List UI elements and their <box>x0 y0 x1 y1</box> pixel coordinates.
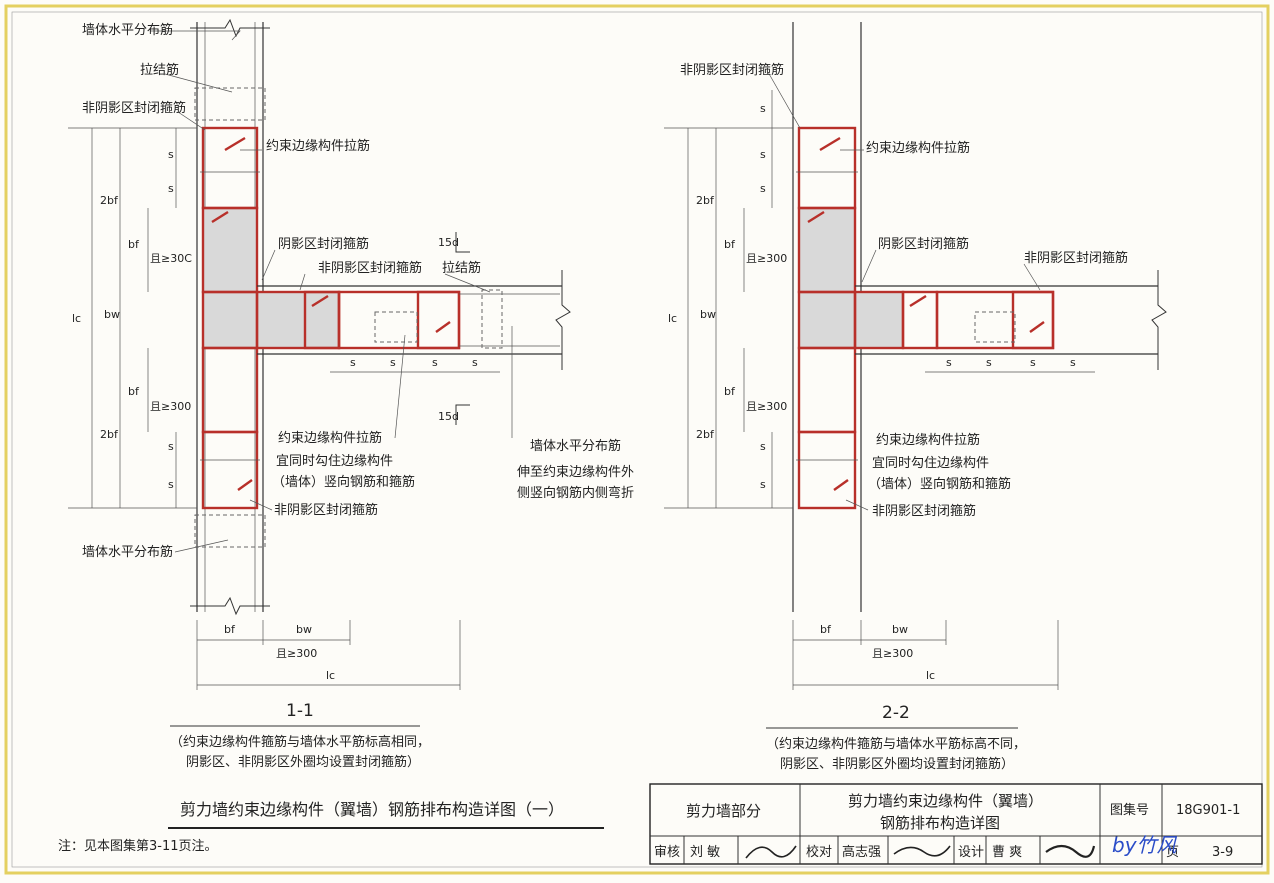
r-dim-bw-1: bw <box>700 308 716 321</box>
tb-part: 剪力墙部分 <box>686 802 761 820</box>
r-dim-lc-1: lc <box>668 312 677 325</box>
r-label-hook-note-2: （墙体）竖向钢筋和箍筋 <box>868 476 1011 492</box>
tb-atlas-no: 18G901-1 <box>1176 803 1240 818</box>
dim-lc-2: lc <box>326 669 335 682</box>
section-1-1-note-2: 阴影区、非阴影区外圈均设置封闭箍筋） <box>186 754 420 770</box>
label-extend-note-1: 伸至约束边缘构件外 <box>517 465 634 480</box>
r-dim-ge300-3: 且≥300 <box>872 647 913 660</box>
r-dim-ge300-1: 且≥300 <box>746 252 787 265</box>
r-dim-2bf-2: 2bf <box>696 428 715 441</box>
watermark: by竹风 <box>1112 833 1178 857</box>
r-dim-s-9: s <box>1070 356 1076 369</box>
dim-ge300-2: 且≥300 <box>276 647 317 660</box>
label-boundary-tie-2: 约束边缘构件拉筋 <box>278 430 382 446</box>
r-label-non-shadow-hoop-1: 非阴影区封闭箍筋 <box>680 62 784 78</box>
section-2-2-note-1: （约束边缘构件箍筋与墙体水平筋标高不同， <box>766 736 1026 752</box>
r-dim-s-6: s <box>946 356 952 369</box>
title-block <box>649 783 1263 865</box>
reviewer-signature <box>745 845 797 859</box>
r-dim-s-4: s <box>760 440 766 453</box>
r-dim-s-5: s <box>760 478 766 491</box>
r-dim-bf-3: bf <box>820 623 832 636</box>
section-2-2-note-2: 阴影区、非阴影区外圈均设置封闭箍筋） <box>780 756 1014 772</box>
label-extend-note-2: 侧竖向钢筋内侧弯折 <box>517 485 634 501</box>
dim-bf-3: bf <box>224 623 236 636</box>
dim-bw-2: bw <box>296 623 312 636</box>
label-hook-note-2: （墙体）竖向钢筋和箍筋 <box>272 474 415 490</box>
dim-s-4: s <box>168 478 174 491</box>
tb-page-label: 页 <box>1166 845 1179 860</box>
tb-title-1: 剪力墙约束边缘构件（翼墙） <box>848 792 1043 810</box>
section-1-1-title: 1-1 <box>286 701 314 721</box>
dim-ge300-1: 且≥300 <box>150 400 191 413</box>
tb-title-2: 钢筋排布构造详图 <box>880 814 1000 832</box>
dim-15d-2: 15d <box>438 410 459 423</box>
sheet-border <box>4 4 1270 875</box>
sheet-inner-border <box>11 11 1263 868</box>
tb-review-label: 审核 <box>654 845 680 860</box>
r-dim-s-7: s <box>986 356 992 369</box>
footnote: 注：见本图集第3-11页注。 <box>58 838 218 854</box>
label-hook-note-1: 宜同时勾住边缘构件 <box>276 454 393 469</box>
label-shadow-hoop-1: 阴影区封闭箍筋 <box>278 236 369 252</box>
designer-signature <box>1045 844 1096 858</box>
dim-lc-1: lc <box>72 312 81 325</box>
dim-s-7: s <box>432 356 438 369</box>
r-label-non-shadow-hoop-2: 非阴影区封闭箍筋 <box>1024 250 1128 266</box>
r-label-shadow-hoop: 阴影区封闭箍筋 <box>878 236 969 252</box>
tb-designer: 曹 爽 <box>992 845 1022 860</box>
r-label-non-shadow-hoop-3: 非阴影区封闭箍筋 <box>872 503 976 519</box>
dim-2bf-2: 2bf <box>100 428 119 441</box>
dim-s-8: s <box>472 356 478 369</box>
r-label-hook-note-1: 宜同时勾住边缘构件 <box>872 456 989 471</box>
dim-s-1: s <box>168 148 174 161</box>
dim-bw-1: bw <box>104 308 120 321</box>
label-tie-bar-2: 拉结筋 <box>442 260 481 276</box>
r-dim-s-2: s <box>760 148 766 161</box>
label-boundary-tie-1: 约束边缘构件拉筋 <box>266 138 370 154</box>
right-detail <box>664 22 1167 690</box>
dim-s-3: s <box>168 440 174 453</box>
label-tie-bar: 拉结筋 <box>140 62 179 78</box>
label-horiz-bar-top: 墙体水平分布筋 <box>82 22 173 38</box>
dim-2bf-1: 2bf <box>100 194 119 207</box>
r-label-boundary-tie-2: 约束边缘构件拉筋 <box>876 432 980 448</box>
section-1-1-note-1: （约束边缘构件箍筋与墙体水平筋标高相同， <box>170 734 430 750</box>
page-title: 剪力墙约束边缘构件（翼墙）钢筋排布构造详图（一） <box>180 800 564 819</box>
r-dim-bw-2: bw <box>892 623 908 636</box>
section-2-2-title: 2-2 <box>882 703 910 723</box>
dim-15d-1: 15d <box>438 236 459 249</box>
r-dim-s-3: s <box>760 182 766 195</box>
left-detail <box>68 18 571 690</box>
tb-checker: 高志强 <box>842 844 881 860</box>
label-non-shadow-hoop-2: 非阴影区封闭箍筋 <box>318 260 422 276</box>
r-dim-s-1: s <box>760 102 766 115</box>
label-horiz-bar-right: 墙体水平分布筋 <box>530 438 621 454</box>
dim-s-5: s <box>350 356 356 369</box>
tb-page-no: 3-9 <box>1212 845 1233 860</box>
r-label-boundary-tie-1: 约束边缘构件拉筋 <box>866 140 970 156</box>
r-dim-s-8: s <box>1030 356 1036 369</box>
dim-ge300c: 且≥30C <box>150 252 192 265</box>
tb-atlas-label: 图集号 <box>1110 802 1149 818</box>
label-non-shadow-hoop-1: 非阴影区封闭箍筋 <box>82 100 186 116</box>
tb-check-label: 校对 <box>806 844 832 860</box>
dim-bf-1: bf <box>128 238 140 251</box>
dim-s-2: s <box>168 182 174 195</box>
r-dim-ge300-2: 且≥300 <box>746 400 787 413</box>
tb-design-label: 设计 <box>958 845 984 860</box>
r-dim-bf-2: bf <box>724 385 736 398</box>
label-non-shadow-hoop-3: 非阴影区封闭箍筋 <box>274 502 378 518</box>
label-horiz-bar-bottom: 墙体水平分布筋 <box>82 544 173 560</box>
r-dim-2bf-1: 2bf <box>696 194 715 207</box>
checker-signature <box>893 845 951 857</box>
r-dim-lc-2: lc <box>926 669 935 682</box>
dim-s-6: s <box>390 356 396 369</box>
tb-reviewer: 刘 敏 <box>690 845 720 860</box>
dim-bf-2: bf <box>128 385 140 398</box>
r-dim-bf-1: bf <box>724 238 736 251</box>
